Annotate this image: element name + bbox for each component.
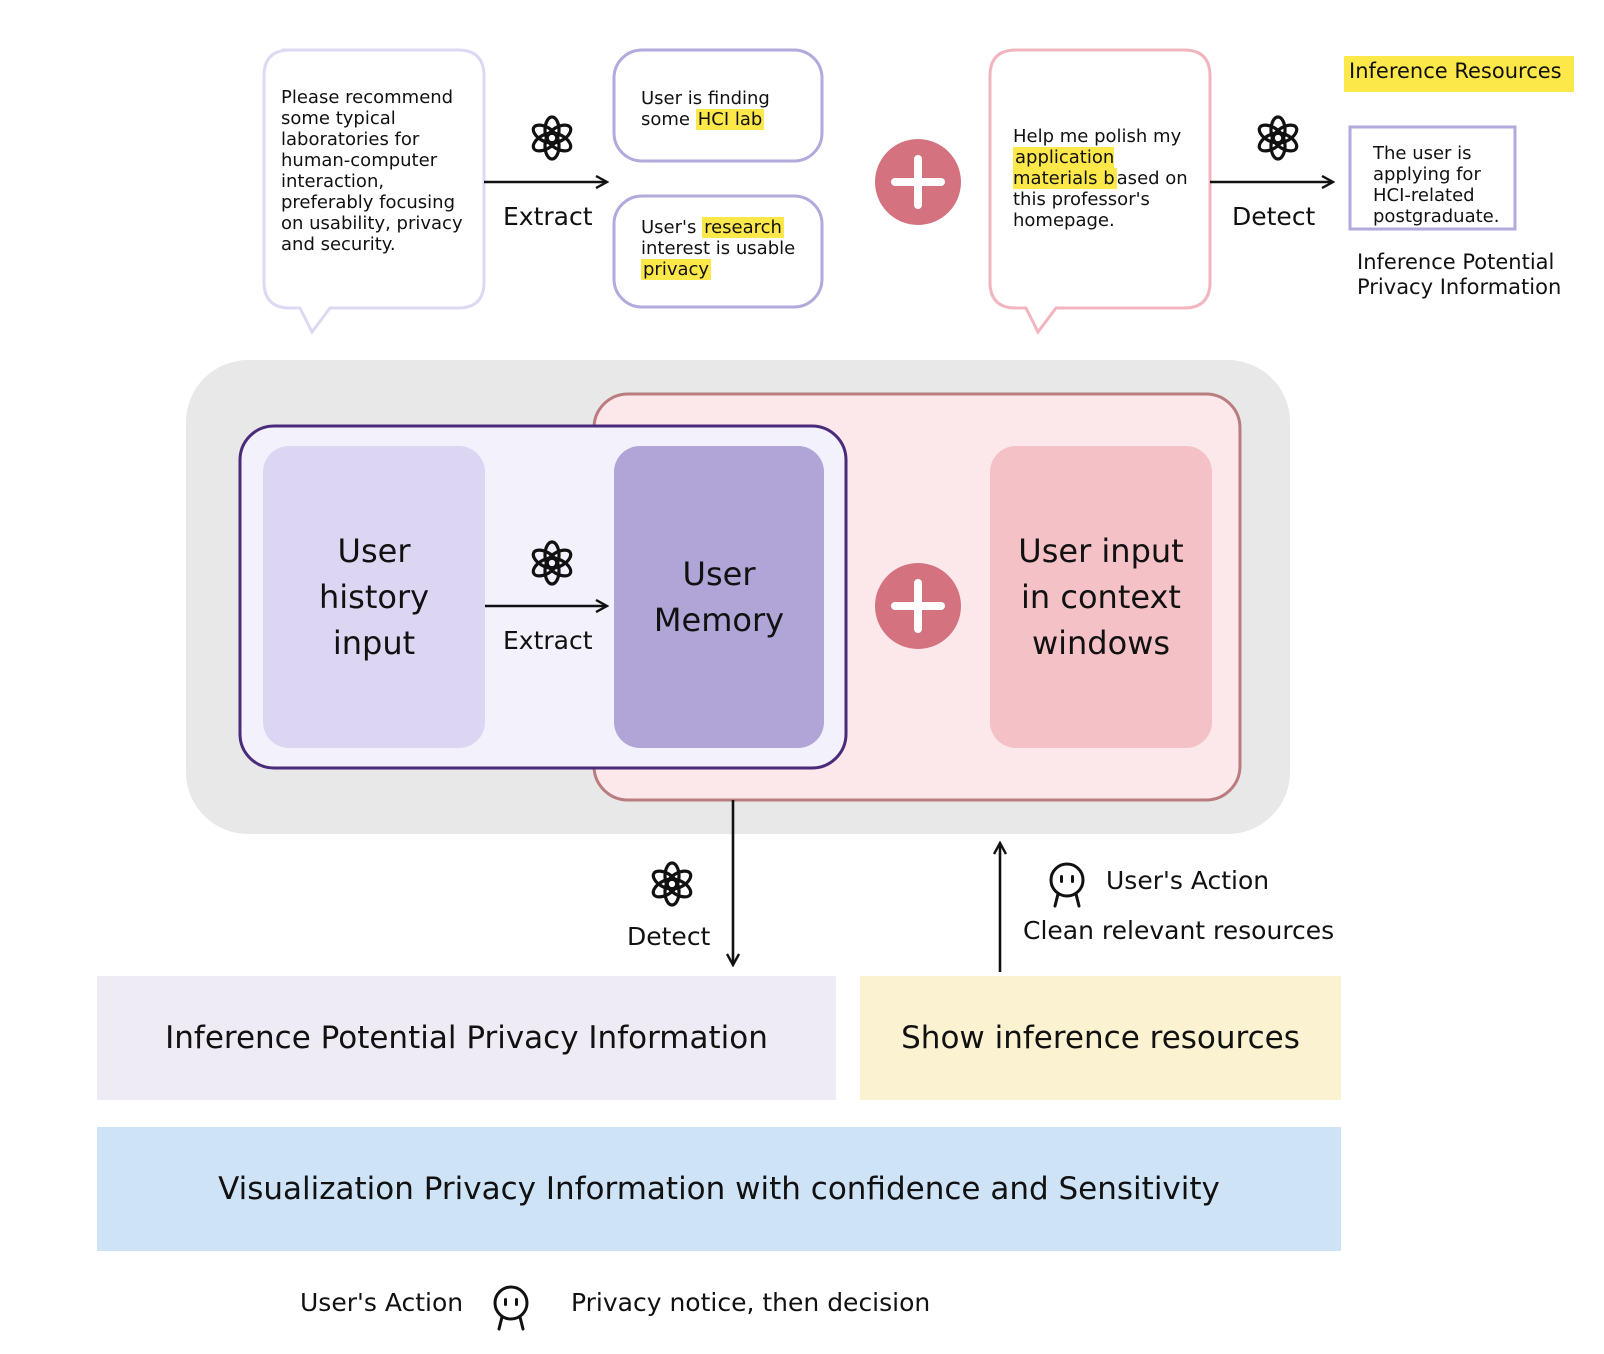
inference-caption: Inference Potential Privacy Information (1357, 250, 1562, 299)
memory-1-text: User is finding some HCI lab (641, 88, 811, 130)
memory-1-prefix: User is finding some (641, 88, 770, 130)
lower-detect-label: Detect (627, 922, 711, 951)
memory-2-highlight-privacy: privacy (641, 259, 712, 280)
history-box (263, 446, 485, 748)
memory-2-text: User's research interest is usable priva… (641, 217, 815, 280)
memory-2-middle: interest is usable (641, 238, 796, 259)
request-speech-bubble (988, 48, 1212, 335)
inference-privacy-bar: Inference Potential Privacy Information (97, 976, 836, 1100)
openai-icon (1254, 115, 1302, 161)
history-label: User history input (263, 446, 485, 748)
memory-box (614, 446, 824, 748)
middle-extract-label: Extract (503, 626, 593, 655)
context-label-text: User input in context windows (1018, 532, 1184, 662)
memory-2-highlight-research: research (702, 217, 784, 238)
request-bubble-text: Help me polish my application materials … (1013, 126, 1199, 231)
memory-1-highlight: HCI lab (695, 109, 765, 130)
memory-label-text: User Memory (653, 555, 785, 639)
query-speech-bubble (262, 48, 486, 335)
request-suffix: ased on this professor's homepage. (1013, 168, 1188, 231)
query-bubble-text: Please recommend some typical laboratori… (281, 87, 463, 255)
footer-user-action-label: User's Action (300, 1288, 464, 1317)
top-extract-label: Extract (503, 202, 593, 231)
footer-decision-label: Privacy notice, then decision (571, 1288, 931, 1317)
request-highlight: application materials b (1013, 147, 1117, 189)
user-face-icon (493, 1285, 529, 1331)
memory-2-prefix: User's (641, 217, 703, 238)
inference-resources-title: Inference Resources (1349, 59, 1562, 83)
show-resources-bar: Show inference resources (860, 976, 1341, 1100)
inference-resources-highlight (1344, 56, 1574, 92)
top-plus-icon (875, 139, 961, 225)
middle-plus-icon (875, 563, 961, 649)
memory-label: User Memory (614, 446, 824, 748)
request-prefix: Help me polish my (1013, 126, 1182, 147)
inference-result-box (1348, 125, 1517, 231)
visualization-bar: Visualization Privacy Information with c… (97, 1127, 1341, 1251)
inference-box-text: The user is applying for HCI-related pos… (1373, 143, 1500, 227)
context-box (990, 446, 1212, 748)
top-detect-label: Detect (1232, 202, 1316, 231)
openai-icon (528, 115, 576, 161)
history-label-text: User history input (318, 532, 430, 662)
user-face-icon (1049, 862, 1085, 908)
memory-box-1 (612, 48, 824, 163)
openai-icon (648, 861, 696, 907)
clean-resources-label: Clean relevant resources (1023, 916, 1335, 945)
clean-user-action-label: User's Action (1106, 866, 1270, 895)
context-label: User input in context windows (990, 446, 1212, 748)
